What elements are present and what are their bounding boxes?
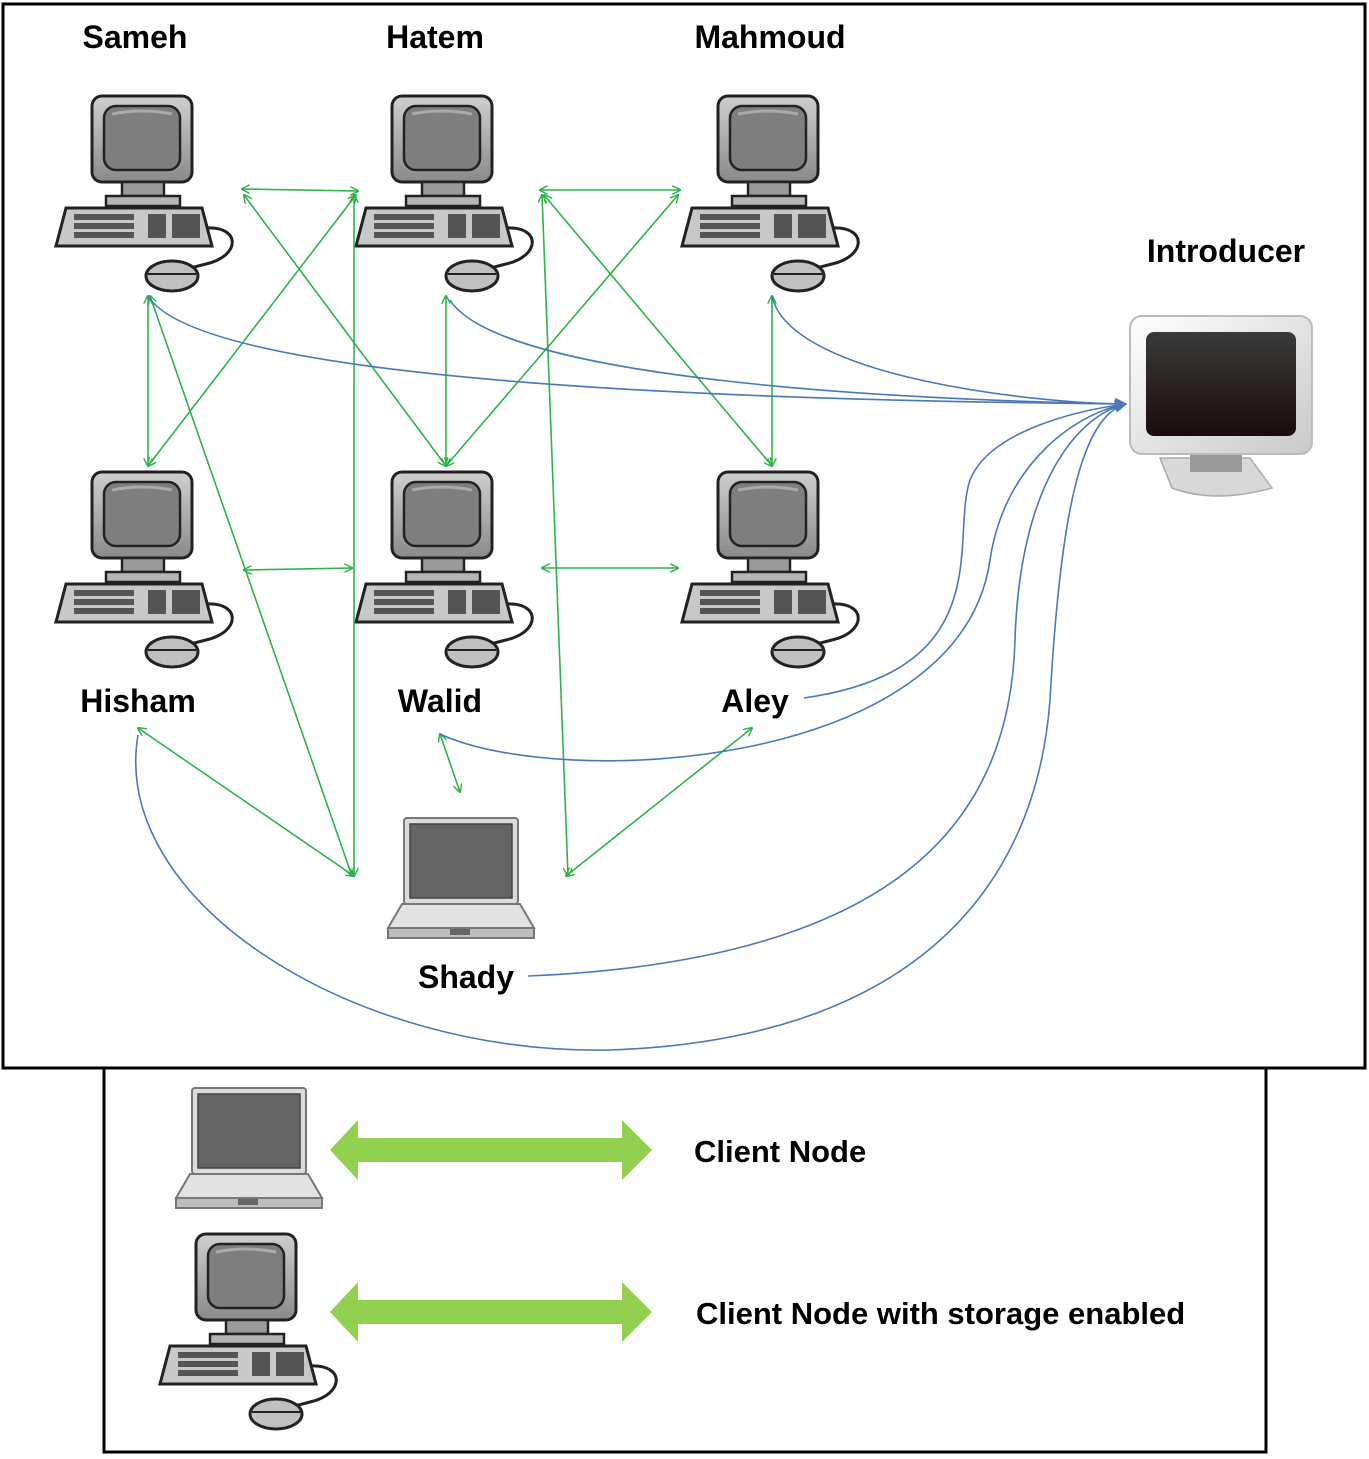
introducer-link-sameh <box>147 295 1128 410</box>
legend-item-storage-node: Client Node with storage enabled <box>158 1232 1185 1431</box>
node-hatem: Hatem <box>354 19 534 293</box>
link-hisham-walid <box>244 568 352 570</box>
introducer-link-mahmoud <box>771 295 1128 410</box>
laptop-icon <box>175 1087 323 1209</box>
desktop-icon <box>158 1232 338 1431</box>
laptop-icon <box>387 817 535 939</box>
node-label-introducer: Introducer <box>1147 233 1305 269</box>
node-aley: Aley <box>680 470 860 719</box>
main-frame <box>1 2 1367 1070</box>
link-walid-shady <box>440 734 460 792</box>
legend: Client Node Client Node with storage ena… <box>158 1087 1185 1431</box>
legend-arrow-icon <box>330 1120 652 1180</box>
introducer-link-hisham <box>135 400 1128 1051</box>
node-hisham: Hisham <box>54 470 234 719</box>
desktop-icon <box>54 470 234 669</box>
desktop-icon <box>354 470 534 669</box>
node-label-mahmoud: Mahmoud <box>694 19 845 55</box>
node-label-aley: Aley <box>721 683 789 719</box>
introducer-links <box>135 295 1128 1051</box>
desktop-icon <box>680 94 860 293</box>
introducer-link-aley <box>803 399 1128 699</box>
link-hisham-shady <box>138 728 354 876</box>
introducer-link-hatem <box>449 299 1128 410</box>
node-introducer: Introducer <box>1129 233 1313 497</box>
node-label-hatem: Hatem <box>386 19 484 55</box>
link-aley-shady <box>566 728 752 876</box>
legend-label-client-node: Client Node <box>694 1134 866 1169</box>
node-label-walid: Walid <box>398 683 482 719</box>
legend-arrow-icon <box>330 1282 652 1342</box>
link-mahmoud-shady <box>542 195 568 876</box>
node-label-hisham: Hisham <box>80 683 196 719</box>
node-label-shady: Shady <box>418 959 514 995</box>
legend-label-storage-node: Client Node with storage enabled <box>696 1296 1185 1331</box>
desktop-icon <box>54 94 234 293</box>
peer-links <box>138 189 772 876</box>
node-walid: Walid <box>354 470 534 719</box>
introducer-link-walid <box>439 399 1128 762</box>
node-sameh: Sameh <box>54 19 234 293</box>
link-sameh-hatem <box>242 189 358 191</box>
legend-frame <box>102 1068 1268 1454</box>
desktop-icon <box>354 94 534 293</box>
node-mahmoud: Mahmoud <box>680 19 860 293</box>
monitor-icon <box>1129 315 1313 497</box>
node-label-sameh: Sameh <box>83 19 188 55</box>
introducer-link-shady <box>527 400 1128 977</box>
legend-item-client-node: Client Node <box>175 1087 866 1209</box>
node-shady: Shady <box>387 817 535 995</box>
desktop-icon <box>680 470 860 669</box>
